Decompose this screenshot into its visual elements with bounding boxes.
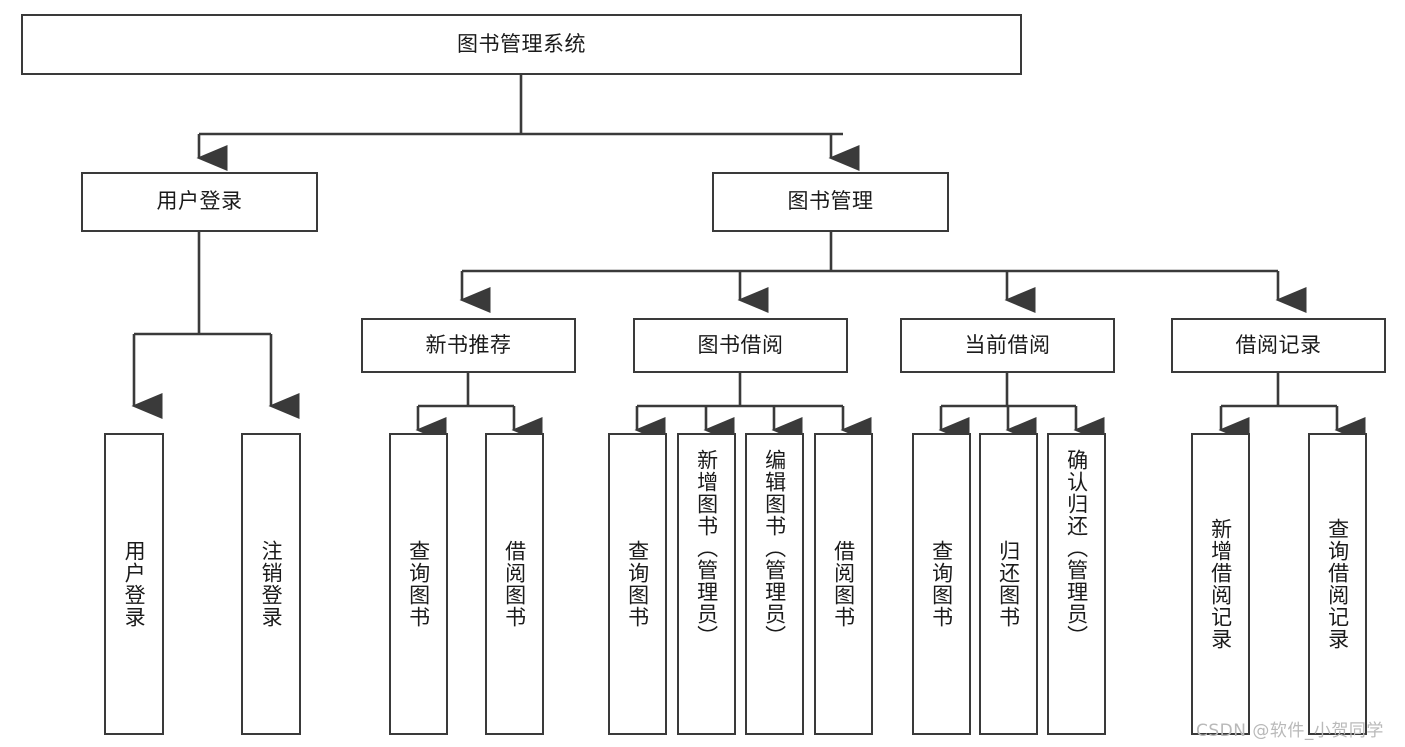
- node-current-borrow-label: 当前借阅: [964, 332, 1051, 357]
- leaf-add-record[interactable]: 新增借阅记录: [1191, 433, 1250, 735]
- leaf-borrow-book-1[interactable]: 借阅图书: [485, 433, 544, 735]
- csdn-watermark: CSDN @软件_小贺同学: [1196, 721, 1384, 741]
- leaf-query-book-1[interactable]: 查询图书: [389, 433, 448, 735]
- leaf-return-book[interactable]: 归还图书: [979, 433, 1038, 735]
- node-book-management-label: 图书管理: [787, 189, 874, 214]
- leaf-borrow-book-2-label: 借阅图书: [831, 540, 856, 628]
- leaf-confirm-return-label: 确认归还（管理员）: [1064, 449, 1089, 647]
- node-book-management[interactable]: 图书管理: [712, 172, 949, 232]
- node-borrow-record-label: 借阅记录: [1235, 332, 1322, 357]
- leaf-add-book-label: 新增图书（管理员）: [694, 449, 719, 647]
- node-user-login-label: 用户登录: [156, 189, 243, 214]
- node-book-borrow[interactable]: 图书借阅: [633, 318, 848, 373]
- node-root[interactable]: 图书管理系统: [21, 14, 1022, 75]
- leaf-confirm-return[interactable]: 确认归还（管理员）: [1047, 433, 1106, 735]
- node-user-login[interactable]: 用户登录: [81, 172, 318, 232]
- leaf-query-record-label: 查询借阅记录: [1325, 518, 1350, 650]
- leaf-user-login[interactable]: 用户登录: [104, 433, 164, 735]
- leaf-query-book-3[interactable]: 查询图书: [912, 433, 971, 735]
- node-book-borrow-label: 图书借阅: [697, 332, 784, 357]
- node-new-book-recommend[interactable]: 新书推荐: [361, 318, 576, 373]
- leaf-logout-label: 注销登录: [259, 540, 284, 628]
- leaf-add-book[interactable]: 新增图书（管理员）: [677, 433, 736, 735]
- node-root-label: 图书管理系统: [457, 31, 586, 56]
- leaf-query-book-2[interactable]: 查询图书: [608, 433, 667, 735]
- node-borrow-record[interactable]: 借阅记录: [1171, 318, 1386, 373]
- leaf-borrow-book-2[interactable]: 借阅图书: [814, 433, 873, 735]
- node-current-borrow[interactable]: 当前借阅: [900, 318, 1115, 373]
- node-new-book-recommend-label: 新书推荐: [425, 332, 512, 357]
- leaf-edit-book[interactable]: 编辑图书（管理员）: [745, 433, 804, 735]
- leaf-query-book-2-label: 查询图书: [625, 540, 650, 628]
- leaf-borrow-book-1-label: 借阅图书: [502, 540, 527, 628]
- leaf-return-book-label: 归还图书: [996, 540, 1021, 628]
- leaf-query-book-3-label: 查询图书: [929, 540, 954, 628]
- leaf-query-record[interactable]: 查询借阅记录: [1308, 433, 1367, 735]
- leaf-add-record-label: 新增借阅记录: [1208, 518, 1233, 650]
- leaf-query-book-1-label: 查询图书: [406, 540, 431, 628]
- leaf-edit-book-label: 编辑图书（管理员）: [762, 449, 787, 647]
- leaf-user-login-label: 用户登录: [122, 540, 147, 628]
- leaf-logout[interactable]: 注销登录: [241, 433, 301, 735]
